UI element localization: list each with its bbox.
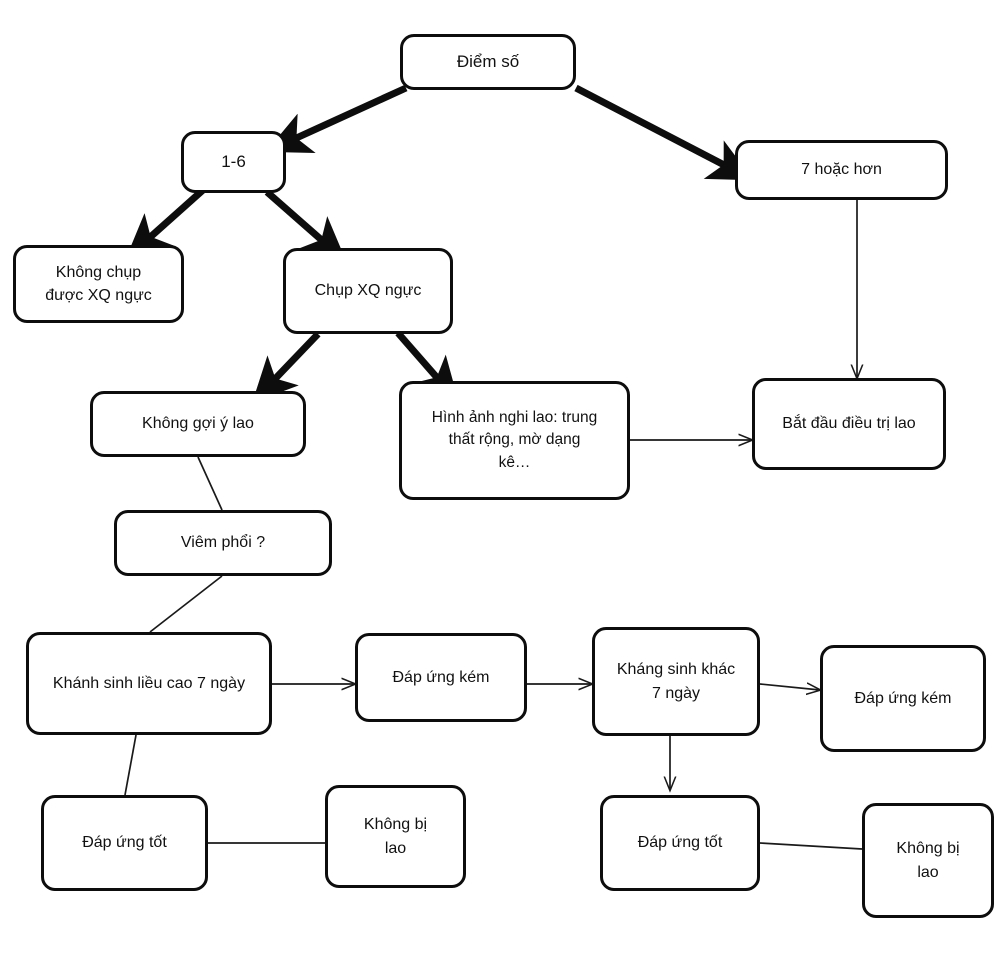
node-label: Không chụp được XQ ngực — [45, 263, 152, 304]
edge-16-to-chupxq — [264, 189, 347, 262]
node-label: Không bị lao — [363, 816, 428, 857]
node-label: Kháng sinh khác 7 ngày — [616, 661, 736, 702]
node-label: 7 hoặc hơn — [801, 161, 882, 179]
node-1-6[interactable]: 1-6 — [181, 131, 286, 193]
node-dap-ung-tot-2[interactable]: Đáp ứng tốt — [600, 795, 760, 891]
node-dap-ung-tot-1[interactable]: Đáp ứng tốt — [41, 795, 208, 891]
node-label: Điểm số — [456, 51, 520, 71]
node-label: Khánh sinh liều cao 7 ngày — [52, 674, 246, 692]
node-khong-bi-lao-2[interactable]: Không bị lao — [862, 803, 994, 918]
node-label: Đáp ứng tốt — [637, 834, 723, 852]
edge-diemso-to-7hoachon — [574, 84, 754, 181]
node-label: 1-6 — [221, 151, 246, 171]
node-khong-chup-duoc-xq[interactable]: Không chụp được XQ ngực — [13, 245, 184, 323]
edge-chupxq-to-hinhanh — [395, 330, 459, 403]
node-label: Bắt đầu điều trị lao — [782, 415, 916, 433]
edge-dapungtot2-to-khongbilao2 — [759, 842, 863, 850]
node-diem-so[interactable]: Điểm số — [400, 34, 576, 90]
node-label: Đáp ứng tốt — [82, 834, 167, 852]
node-dap-ung-kem-1[interactable]: Đáp ứng kém — [355, 633, 527, 722]
edge-khangsinhkhac-to-dapungkem2 — [759, 684, 820, 690]
node-7-hoac-hon[interactable]: 7 hoặc hơn — [735, 140, 948, 200]
node-dap-ung-kem-2[interactable]: Đáp ứng kém — [820, 645, 986, 752]
edge-diemso-to-16 — [265, 84, 408, 154]
edge-viemphoi-to-khangsinh — [149, 575, 223, 633]
node-label: Đáp ứng kém — [392, 668, 490, 686]
node-label: Hình ảnh nghi lao: trung thất rộng, mờ d… — [431, 408, 598, 471]
node-label: Không gợi ý lao — [142, 415, 254, 433]
edge-chupxq-to-khonggoiy — [252, 331, 321, 403]
node-label: Không bị lao — [896, 840, 960, 881]
node-chup-xq-nguc[interactable]: Chụp XQ ngực — [283, 248, 453, 334]
node-khong-bi-lao-1[interactable]: Không bị lao — [325, 785, 466, 888]
node-bat-dau-dieu-tri-lao[interactable]: Bắt đầu điều trị lao — [752, 378, 946, 470]
node-label: Đáp ứng kém — [854, 689, 952, 707]
node-khang-sinh-khac[interactable]: Kháng sinh khác 7 ngày — [592, 627, 760, 736]
node-khong-goi-y-lao[interactable]: Không gợi ý lao — [90, 391, 306, 457]
edge-khangsinh-to-dapungtot1 — [124, 734, 137, 796]
edge-16-to-khongchup — [125, 187, 206, 260]
node-viem-phoi[interactable]: Viêm phổi ? — [114, 510, 332, 576]
node-hinh-anh-nghi-lao[interactable]: Hình ảnh nghi lao: trung thất rộng, mờ d… — [399, 381, 630, 500]
node-label: Chụp XQ ngực — [314, 282, 422, 300]
edge-khonggoiy-to-viemphoi — [197, 456, 223, 511]
node-label: Viêm phổi ? — [180, 534, 266, 552]
node-khang-sinh-lieu-cao[interactable]: Khánh sinh liều cao 7 ngày — [26, 632, 272, 735]
